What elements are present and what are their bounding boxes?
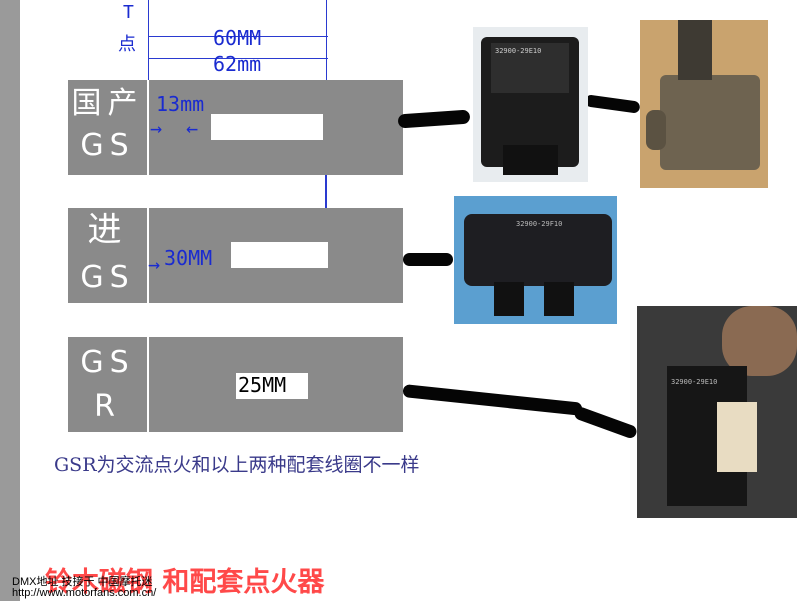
measurement-ruler: T 点 60MM 62mm <box>118 0 333 80</box>
row-label-cell: GS R <box>68 337 149 432</box>
white-block: 25MM <box>236 373 308 399</box>
cable-2 <box>584 94 641 114</box>
cable-1 <box>397 109 471 129</box>
caption-text: GSR为交流点火和以上两种配套线圈不一样 <box>54 454 420 476</box>
row-measure: 25MM <box>238 373 287 397</box>
white-block <box>211 114 323 140</box>
left-border <box>0 0 20 601</box>
label-code: 32900-29E10 <box>671 378 718 386</box>
arrow-right-icon: → <box>150 116 163 140</box>
label-code: 32900-29E10 <box>495 47 542 55</box>
row-label-bottom: GS <box>80 260 135 295</box>
row-domestic-gs: 国产 GS 13mm → ← <box>68 80 403 175</box>
row-measure: 13mm <box>156 92 205 116</box>
watermark-line1: DMX地址 技接于 中国摩托迷 <box>12 576 153 588</box>
measure-60mm: 60MM <box>213 26 262 50</box>
measure-62mm: 62mm <box>213 52 262 76</box>
row-label-top: GS <box>80 345 135 380</box>
watermark-url: http://www.motorfans.com.cn/ <box>12 587 157 599</box>
row-import-gs: 进 GS → 30MM <box>68 208 403 303</box>
igniter-photo-3: 32900-29F10 <box>454 196 617 324</box>
row-label-bottom: GS <box>80 128 135 163</box>
page-title: 铃木磁钢 和配套点火器 <box>45 567 325 598</box>
t-mark: T <box>123 2 134 23</box>
row-label-top: 国产 <box>71 86 144 121</box>
row-label-bottom: R <box>94 389 121 424</box>
igniter-photo-1: 32900-29E10 <box>473 27 588 182</box>
cable-4 <box>402 384 583 416</box>
arrow-left-icon: ← <box>186 116 199 140</box>
label-code: 32900-29F10 <box>516 220 563 228</box>
cable-3 <box>403 253 453 266</box>
white-block <box>231 242 328 268</box>
igniter-photo-2 <box>640 20 768 188</box>
row-label-cell: 进 GS <box>68 208 149 303</box>
igniter-photo-4: 32900-29E10 <box>637 306 797 518</box>
arrow-right-icon: → <box>148 252 161 276</box>
row-measure: 30MM <box>164 246 213 270</box>
cable-5 <box>572 405 639 440</box>
row-gsr: GS R 25MM <box>68 337 403 432</box>
dian-mark: 点 <box>118 34 136 55</box>
row-label-top: 进 <box>87 210 128 250</box>
row-label-cell: 国产 GS <box>68 80 149 175</box>
